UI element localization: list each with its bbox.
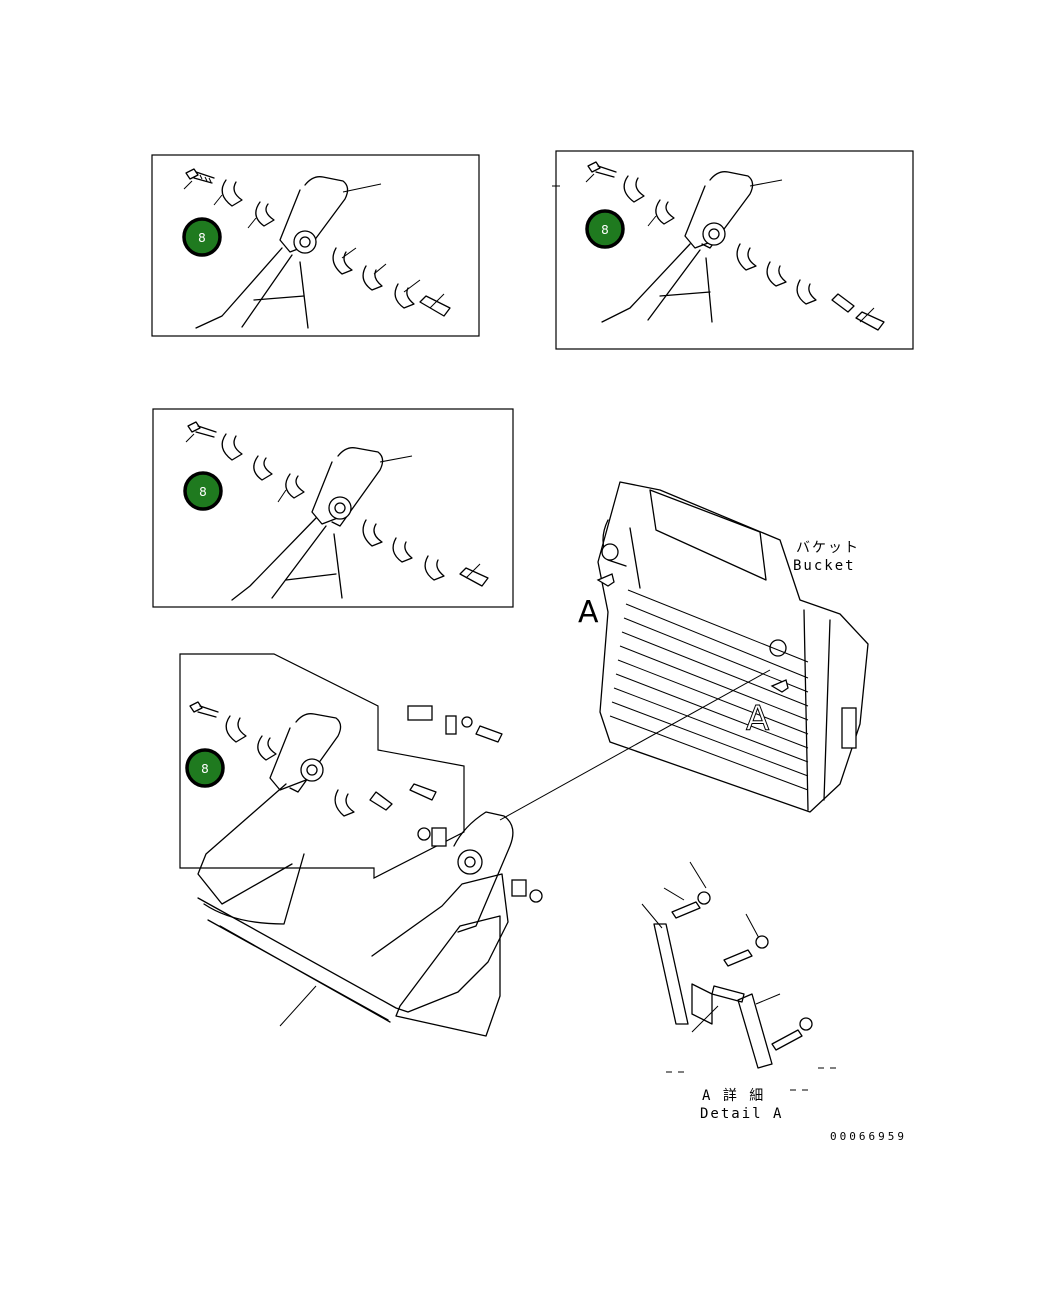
panel-frame [555, 150, 914, 350]
pin-group-icon [334, 705, 543, 903]
nut-icon [697, 891, 711, 905]
pin-icon [407, 705, 433, 721]
callout-number: 8 [201, 762, 209, 776]
strip-plate-icon [653, 923, 689, 1025]
bolt-icon [723, 949, 753, 967]
shim-stack-icon [362, 519, 489, 587]
bracket-icon [691, 983, 745, 1025]
view-letter-main: A [746, 699, 769, 739]
callout-4[interactable]: 8 [185, 748, 225, 788]
panel-frame [151, 154, 480, 337]
detail-a-drawing: A 詳 細 Detail A [641, 861, 838, 1122]
bolt-icon [671, 901, 701, 919]
arm-link-icon [231, 447, 413, 601]
view-letter-side: A [578, 595, 599, 630]
view-arrow-icon [596, 573, 615, 587]
plate-icon [445, 715, 457, 735]
shim-stack-icon [332, 247, 451, 317]
bolt-icon [183, 168, 215, 190]
bucket-ribs [609, 589, 809, 791]
callout-2[interactable]: 8 [585, 209, 625, 249]
lower-assembly: 8 [179, 653, 543, 1037]
callout-number: 8 [198, 231, 206, 245]
panel-top-left: 8 [151, 154, 480, 337]
detail-frame [179, 653, 465, 879]
side-plate [841, 707, 857, 749]
bolt-icon [189, 701, 219, 718]
view-arrow-icon [770, 679, 789, 693]
detail-label-jp: A 詳 細 [702, 1088, 765, 1104]
bolt-icon [771, 1029, 803, 1051]
shim-stack-icon [736, 243, 885, 331]
callout-number: 8 [601, 223, 609, 237]
bucket-label-en: Bucket [793, 558, 856, 574]
panel-frame [152, 408, 514, 608]
callout-number: 8 [199, 485, 207, 499]
bucket-frame-icon [197, 811, 514, 1037]
arm-link-icon [601, 171, 783, 323]
panel-top-right: 8 [552, 150, 914, 350]
bushing-icon [431, 827, 447, 847]
washer-icon [529, 889, 543, 903]
shim-icon [225, 715, 277, 761]
bolt-icon [585, 161, 617, 183]
washer-icon [461, 716, 473, 728]
arm-link-icon [195, 176, 382, 329]
bolt-icon [185, 421, 217, 443]
panel-middle-left: 8 [152, 408, 514, 608]
strip-plate-icon [737, 993, 773, 1069]
callout-3[interactable]: 8 [183, 471, 223, 511]
shim-icon [213, 179, 275, 229]
bucket-label-jp: バケット [796, 540, 860, 556]
shim-icon [623, 175, 675, 227]
callout-1[interactable]: 8 [182, 217, 222, 257]
bolt-icon [475, 725, 503, 743]
bushing-icon [511, 879, 527, 897]
shim-icon [221, 433, 305, 503]
bucket-drawing: A A バケット Bucket [499, 481, 869, 821]
detail-label-en: Detail A [700, 1106, 783, 1122]
drawing-code: 00066959 [830, 1130, 907, 1143]
nut-icon [799, 1017, 813, 1031]
arm-link-icon [197, 713, 342, 905]
nut-icon [755, 935, 769, 949]
